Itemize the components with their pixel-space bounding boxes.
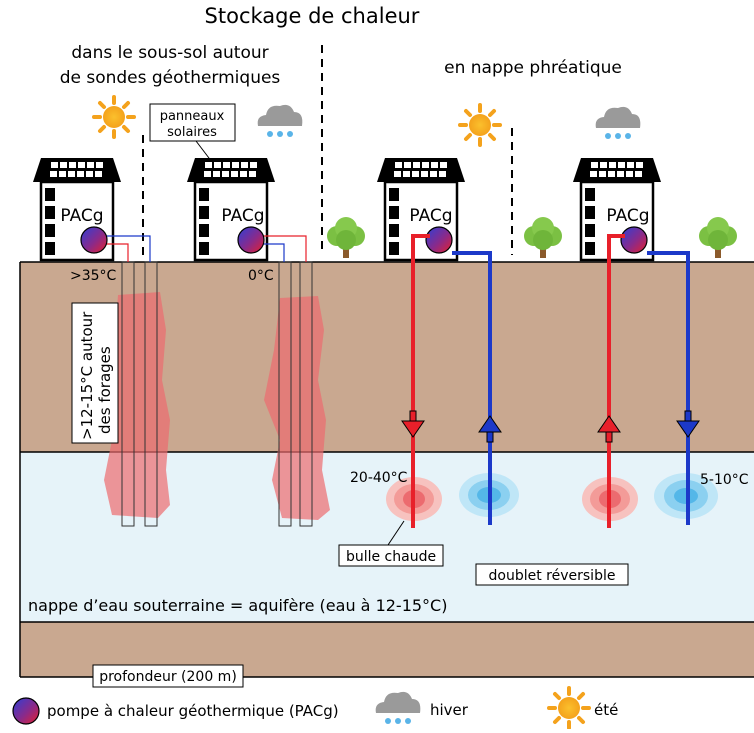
temp-cold-bubble: 5-10°C: [700, 472, 749, 488]
heat-pump-icon: [12, 697, 40, 725]
sun-icon: [92, 95, 136, 139]
pacg-label-2: PACg: [221, 206, 264, 226]
heat-pump-icon: [80, 226, 108, 254]
warm-bubble-label-box: [338, 544, 444, 567]
temp-zero: 0°C: [248, 268, 274, 284]
cloud-snow-icon: [257, 104, 303, 137]
pacg-label-1: PACg: [60, 206, 103, 226]
depth-label: profondeur (200 m): [99, 669, 237, 685]
warm-plume-2: [264, 296, 330, 520]
depth-label-box: [92, 664, 244, 688]
warm-bubble-label: bulle chaude: [346, 549, 436, 565]
tree-icon: [524, 217, 562, 258]
left-heading-line1: dans le sous-sol autour: [71, 43, 268, 63]
cloud-snow-icon: [375, 691, 421, 724]
cloud-snow-icon: [595, 106, 641, 139]
tree-icon: [327, 217, 365, 258]
reversible-doublet-label: doublet réversible: [489, 568, 616, 584]
solar-panels-label-line2: solaires: [167, 125, 217, 140]
temp-warm-bubble: 20-40°C: [350, 470, 408, 486]
legend-heat-pump: pompe à chaleur géothermique (PACg): [47, 702, 339, 720]
borehole-label-box: [71, 302, 119, 444]
borehole-label-line2: des forages: [96, 346, 114, 434]
pacg-label-3: PACg: [409, 206, 452, 226]
diagram-title: Stockage de chaleur: [205, 4, 420, 28]
heat-pump-icon: [425, 226, 453, 254]
solar-panels-label-line1: panneaux: [160, 109, 225, 124]
legend-winter: hiver: [430, 701, 469, 719]
reversible-doublet-label-box: [475, 563, 629, 586]
borehole-label-line1: >12-15°C autour: [78, 311, 96, 440]
pacg-label-4: PACg: [606, 206, 649, 226]
heat-pump-icon: [620, 226, 648, 254]
right-heading: en nappe phréatique: [444, 58, 622, 78]
tree-icon: [699, 217, 737, 258]
left-heading-line2: de sondes géothermiques: [60, 68, 281, 88]
sun-icon: [547, 686, 591, 730]
sun-icon: [458, 103, 502, 147]
heat-pump-icon: [237, 226, 265, 254]
legend-summer: été: [594, 701, 618, 719]
warm-plume-1: [104, 292, 170, 518]
solar-panels-label-box: [149, 103, 236, 142]
aquifer-label: nappe d’eau souterraine = aquifère (eau …: [28, 596, 447, 615]
temp-above-35: >35°C: [70, 268, 117, 284]
